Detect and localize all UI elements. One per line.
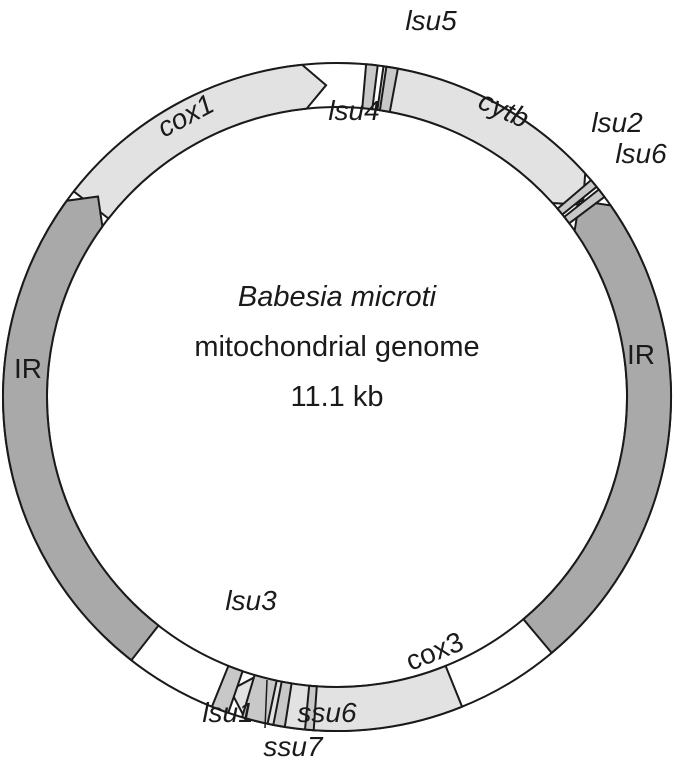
lsu2-gene	[556, 178, 599, 216]
lsu5-gene	[378, 65, 400, 114]
lsu2-label: lsu2	[591, 107, 643, 138]
genome-organism: Babesia microti	[238, 281, 438, 313]
lsu6-label: lsu6	[615, 138, 667, 169]
ir-left-label: IR	[14, 353, 42, 384]
cox1-gene	[72, 63, 328, 220]
ssu7-gene	[272, 680, 293, 729]
lsu6-gene	[562, 188, 606, 225]
cytb-gene	[376, 65, 587, 206]
ir-left-region	[2, 195, 160, 662]
ir-right-region	[521, 199, 672, 655]
ssu7-leader-line	[264, 679, 268, 729]
genome-description: mitochondrial genome	[194, 331, 479, 363]
cox3-label: cox3	[401, 626, 467, 677]
lsu1-label: lsu1	[202, 697, 253, 728]
ssu6-label: ssu6	[297, 697, 357, 728]
lsu1-gene	[240, 673, 278, 725]
lsu4-gene	[361, 63, 379, 111]
ssu6-gene	[303, 684, 318, 732]
lsu5-label: lsu5	[405, 5, 457, 36]
genome-size: 11.1 kb	[291, 381, 384, 413]
lsu4-label: lsu4	[328, 95, 379, 126]
ir-right-label: IR	[627, 339, 655, 370]
lsu3-label: lsu3	[225, 585, 277, 616]
lsu3-gene	[210, 664, 244, 715]
ssu7-label: ssu7	[263, 731, 324, 762]
